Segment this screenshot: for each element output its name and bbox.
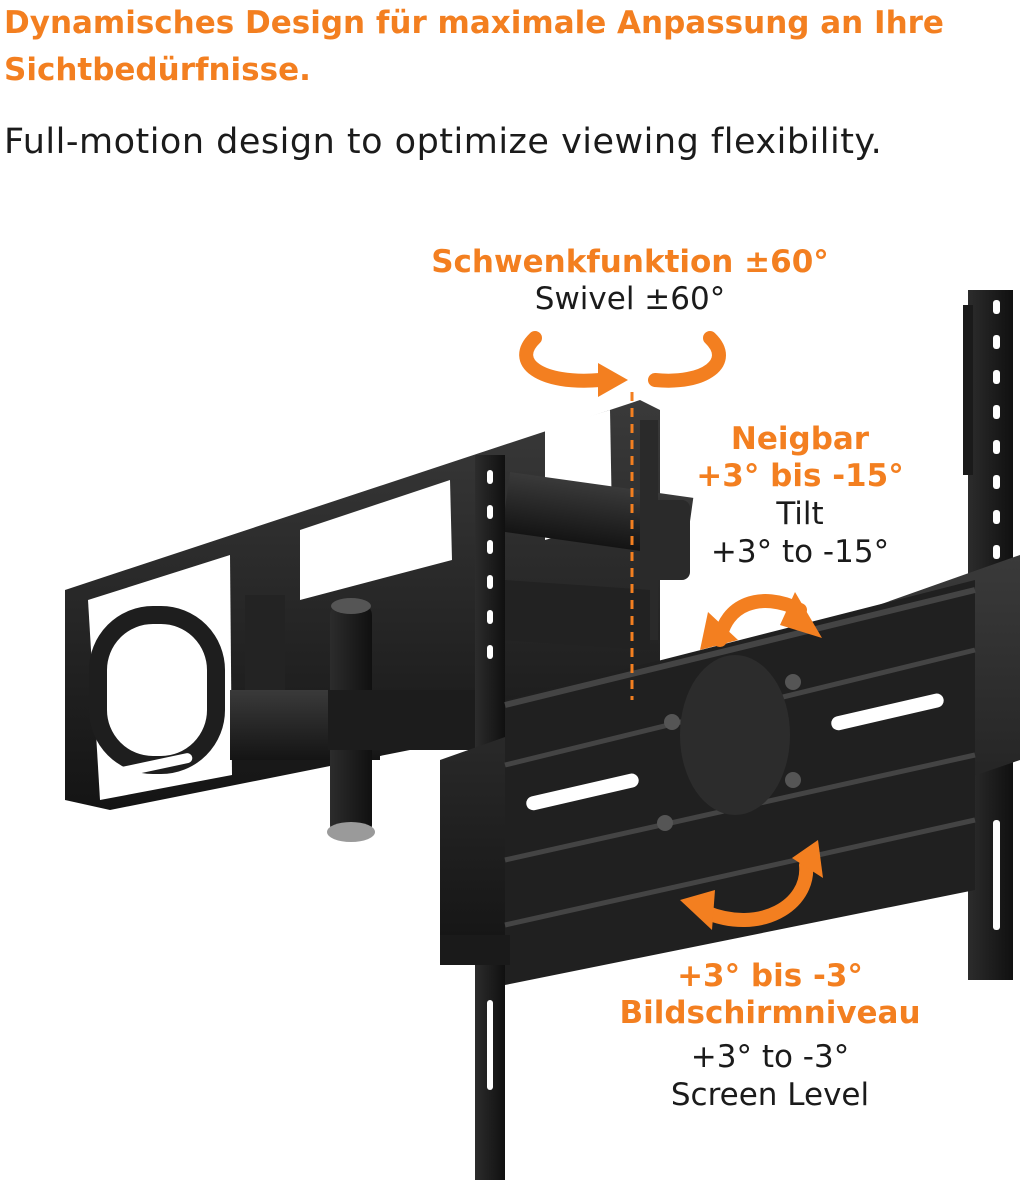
level-label-en-2: Screen Level: [670, 1077, 870, 1113]
bracket-holes: [487, 300, 1000, 1090]
swivel-arrows-icon: [519, 331, 726, 397]
tilt-label-de-1: Neigbar: [730, 421, 870, 457]
level-label-de-1: +3° bis -3°: [677, 958, 863, 994]
level-label-en-1: +3° to -3°: [690, 1039, 850, 1075]
headline-de: Dynamisches Design für maximale Anpassun…: [4, 5, 944, 88]
subtitle-en: Full-motion design to optimize viewing f…: [4, 122, 883, 162]
tilt-arrow-icon: [700, 592, 822, 650]
swivel-label-de: Schwenkfunktion ±60°: [431, 244, 829, 280]
articulating-arms: [230, 420, 694, 842]
tilt-label-en-1: Tilt: [776, 496, 824, 532]
level-label-de-2: Bildschirmniveau: [619, 995, 921, 1031]
level-arrow-icon: [680, 840, 823, 930]
tilt-label-de-2: +3° bis -15°: [696, 458, 904, 494]
front-plate: [440, 555, 1020, 985]
tilt-label-en-2: +3° to -15°: [710, 534, 890, 570]
swivel-label-en: Swivel ±60°: [534, 281, 726, 317]
